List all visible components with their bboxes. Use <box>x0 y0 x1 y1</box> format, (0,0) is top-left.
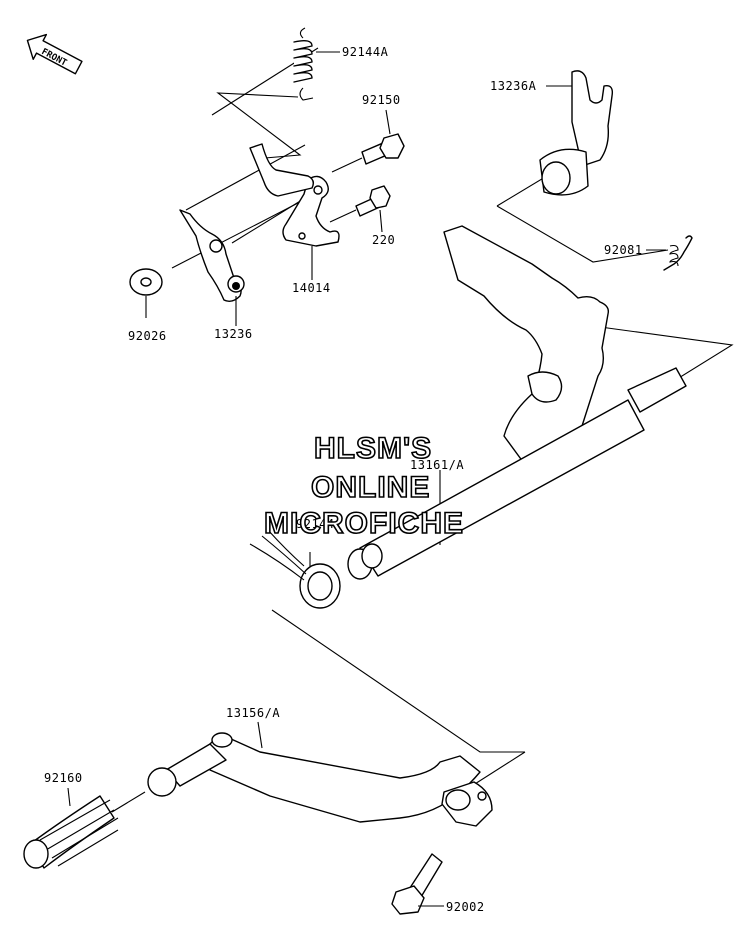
part-label-14014: 14014 <box>292 281 331 295</box>
spring-92081 <box>663 235 693 271</box>
part-label-92144A: 92144A <box>342 45 389 59</box>
part-label-13161: 13161/A <box>410 458 464 472</box>
front-direction-badge: FRONT <box>26 33 83 75</box>
shift-shaft-13161 <box>347 225 687 580</box>
part-label-92150: 92150 <box>362 93 401 107</box>
washer-92026 <box>129 268 163 318</box>
part-label-92026: 92026 <box>128 329 167 343</box>
part-label-92002: 92002 <box>446 900 485 914</box>
pedal-rubber-92160 <box>23 795 119 869</box>
lever-13236 <box>179 143 315 303</box>
part-label-92144: 92144 <box>296 517 335 531</box>
part-label-13236: 13236 <box>214 327 253 341</box>
part-label-92160: 92160 <box>44 771 83 785</box>
part-label-92081: 92081 <box>604 243 643 257</box>
watermark-line-2: ONLINE <box>311 471 430 504</box>
bolt-92002 <box>391 853 443 915</box>
spring-92144A <box>293 27 314 101</box>
shift-pedal-13156 <box>147 732 493 827</box>
bracket-14014 <box>282 175 340 247</box>
fork-arm-13236A <box>539 70 614 196</box>
part-label-13236A: 13236A <box>490 79 537 93</box>
part-label-13156: 13156/A <box>226 706 280 720</box>
spring-92144 <box>249 529 341 609</box>
watermark-line-1: HLSM'S <box>314 432 432 465</box>
watermark-line-3: MICROFICHE <box>264 507 464 540</box>
bolt-92150 <box>331 133 405 173</box>
part-label-220: 220 <box>372 233 395 247</box>
bolt-220 <box>329 185 391 223</box>
